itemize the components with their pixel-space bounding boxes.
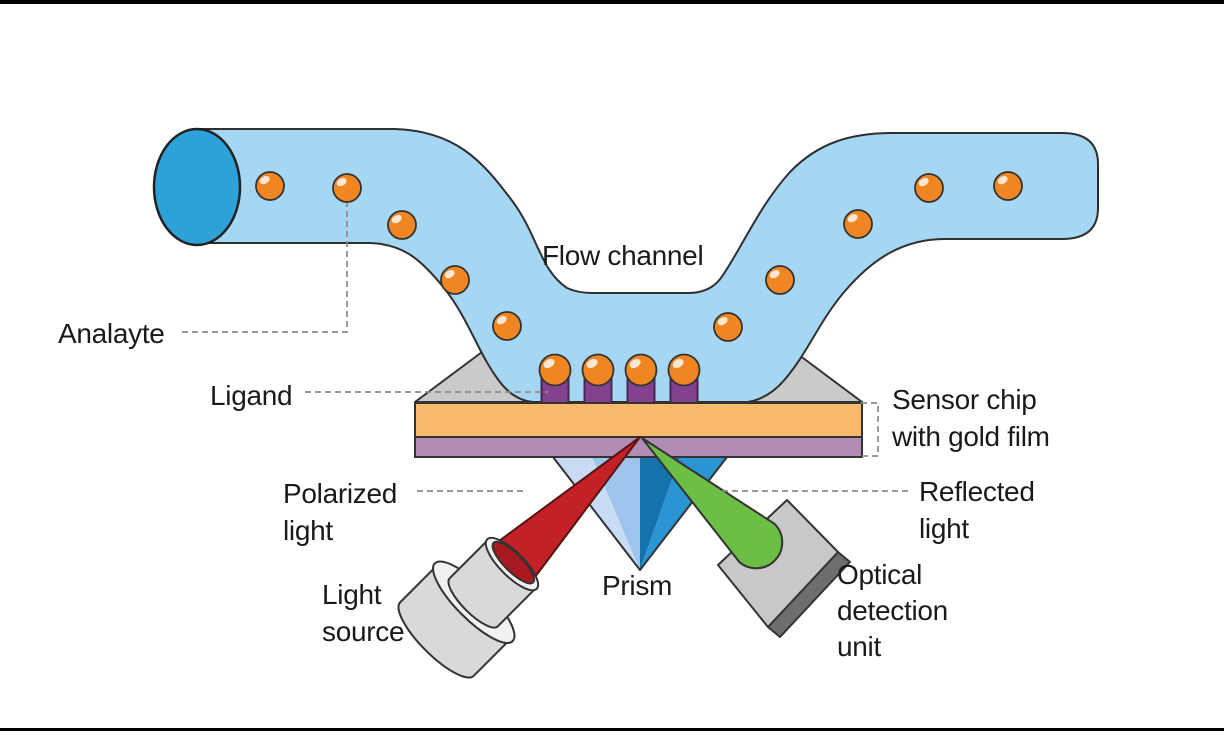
sensor-chip-bracket bbox=[861, 402, 879, 457]
analyte-sphere bbox=[255, 171, 285, 201]
optical-detection-line2: detection bbox=[837, 595, 948, 626]
analyte-sphere bbox=[843, 209, 873, 239]
sensor-chip-line2: with gold film bbox=[892, 421, 1050, 452]
prism-label: Prism bbox=[602, 567, 672, 604]
optical-detection-line1: Optical bbox=[837, 559, 923, 590]
reflected-light-label: Reflected light bbox=[919, 473, 1035, 547]
light-source-lens bbox=[491, 540, 536, 585]
analyte-sphere bbox=[332, 173, 362, 203]
optical-detection-line3: unit bbox=[837, 631, 881, 662]
analyte-sphere bbox=[440, 265, 470, 295]
channel-opening bbox=[152, 127, 242, 247]
analyte-sphere bbox=[624, 353, 658, 387]
light-source-device bbox=[397, 536, 540, 679]
reflected-light-line2: light bbox=[919, 513, 969, 544]
analyte-sphere bbox=[993, 171, 1023, 201]
sensor-chip-label: Sensor chip with gold film bbox=[892, 381, 1050, 455]
analyte-spheres-bound bbox=[538, 353, 701, 387]
light-source-line2: source bbox=[322, 616, 405, 647]
analyte-sphere bbox=[581, 353, 615, 387]
flow-channel-shape bbox=[196, 128, 1099, 403]
reflected-light-line1: Reflected bbox=[919, 476, 1035, 507]
analyte-label: Analayte bbox=[58, 315, 165, 352]
analyte-sphere bbox=[387, 210, 417, 240]
analyte-sphere bbox=[538, 353, 572, 387]
ligand-label: Ligand bbox=[210, 377, 293, 414]
optical-detection-label: Optical detection unit bbox=[837, 557, 948, 665]
polarized-light-label: Polarized light bbox=[283, 475, 397, 549]
sensor-chip-line1: Sensor chip bbox=[892, 384, 1037, 415]
bottom-border bbox=[0, 728, 1224, 731]
analyte-spheres-free bbox=[255, 171, 1023, 342]
analyte-sphere bbox=[713, 312, 743, 342]
analyte-sphere bbox=[765, 265, 795, 295]
light-source-line1: Light bbox=[322, 579, 382, 610]
polarized-light-line2: light bbox=[283, 515, 333, 546]
polarized-light-line1: Polarized bbox=[283, 478, 398, 509]
analyte-connector bbox=[182, 203, 348, 333]
chip-gold-film bbox=[414, 402, 863, 438]
analyte-sphere bbox=[914, 173, 944, 203]
top-border bbox=[0, 0, 1224, 4]
prism-text: Prism bbox=[602, 570, 673, 601]
analyte-sphere bbox=[667, 353, 701, 387]
analyte-sphere bbox=[492, 311, 522, 341]
flow-channel-text: Flow channel bbox=[542, 240, 704, 271]
annotation-connectors bbox=[182, 203, 911, 492]
light-source-label: Light source bbox=[322, 576, 405, 650]
ligand-text: Ligand bbox=[210, 380, 293, 411]
reflected-light-beam bbox=[641, 437, 784, 570]
prism-outline bbox=[552, 456, 728, 571]
analyte-text: Analayte bbox=[58, 318, 165, 349]
flow-channel-label: Flow channel bbox=[542, 237, 704, 274]
